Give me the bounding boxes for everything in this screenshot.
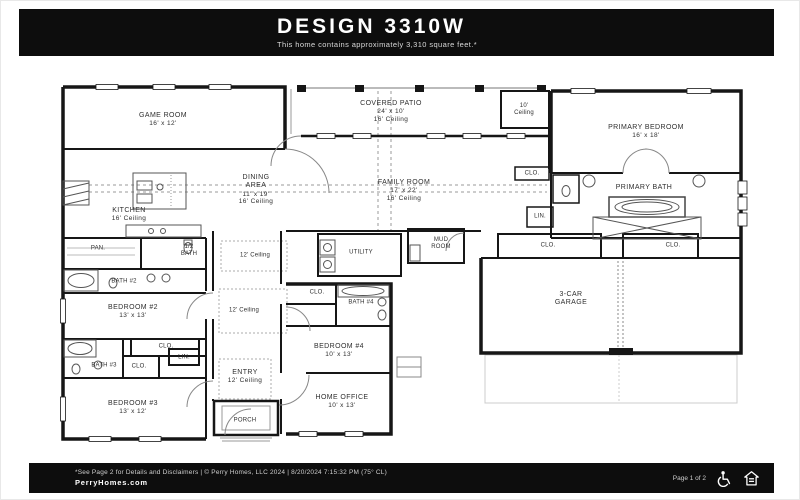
room-label-porch: PORCH: [233, 417, 257, 424]
room-label-bath-4: BATH #4: [348, 299, 374, 306]
footer-website: PerryHomes.com: [75, 478, 148, 487]
room-label-dining-area: DINING AREA 11' x 19' 16' Ceiling: [238, 174, 274, 206]
dashed-guides: [89, 91, 547, 230]
wheelchair-icon: [716, 470, 733, 487]
room-label-primary-bath: PRIMARY BATH: [615, 183, 673, 191]
door-swings: [186, 135, 670, 436]
room-label-hall-ceiling-b: 12' Ceiling: [228, 307, 260, 314]
label-closet-e: CLO.: [158, 343, 174, 350]
room-label-entry: ENTRY 12' Ceiling: [227, 369, 263, 385]
room-label-bedroom-4: BEDROOM #4 10' x 13': [314, 343, 364, 359]
label-closet-c: CLO.: [665, 242, 681, 249]
room-label-primary-bedroom: PRIMARY BEDROOM 16' x 18': [608, 124, 684, 140]
equal-housing-icon: [743, 470, 760, 487]
room-label-covered-patio: COVERED PATIO 24' x 10' 16' Ceiling: [360, 100, 422, 124]
ceiling-boxes: [218, 240, 288, 400]
room-label-hall-ceiling-a: 12' Ceiling: [239, 252, 271, 259]
label-closet-d: CLO.: [309, 289, 325, 296]
room-label-kitchen: KITCHEN 16' Ceiling: [111, 207, 147, 223]
label-closet-a: CLO.: [524, 170, 540, 177]
room-label-half-bath: 1/2 BATH: [180, 243, 198, 257]
footer-banner: *See Page 2 for Details and Disclaimers …: [29, 463, 774, 493]
page-subtitle: This home contains approximately 3,310 s…: [277, 40, 478, 50]
garage-guides: [484, 261, 738, 404]
room-label-garage: 3-CAR GARAGE: [554, 290, 588, 306]
room-label-bedroom-3: BEDROOM #3 13' x 12': [108, 400, 158, 416]
room-label-home-office: HOME OFFICE 10' x 13': [315, 394, 369, 410]
room-label-mud-room: MUD ROOM: [431, 236, 451, 250]
room-label-nook-ceiling: 10' Ceiling: [514, 102, 534, 116]
windows: [60, 84, 748, 442]
label-closet-f: CLO.: [131, 363, 147, 370]
page-number: Page 1 of 2: [672, 474, 706, 482]
room-label-bath-2: BATH #2: [111, 278, 137, 285]
room-label-pantry: PAN.: [90, 245, 106, 252]
patio-structure: [290, 85, 546, 134]
room-label-game-room: GAME ROOM 16' x 12': [139, 112, 187, 128]
room-label-family-room: FAMILY ROOM 17' x 22' 16' Ceiling: [377, 179, 431, 203]
label-linen-b: LIN.: [178, 354, 190, 361]
label-linen-a: LIN.: [534, 213, 546, 220]
porch-detail: [220, 356, 422, 442]
fixtures: [62, 172, 706, 375]
room-label-bedroom-2: BEDROOM #2 13' x 13': [108, 304, 158, 320]
interior-walls: [63, 90, 741, 439]
garage-door-post: [609, 348, 633, 355]
page-title: DESIGN 3310W: [277, 15, 466, 38]
room-label-utility: UTILITY: [349, 249, 373, 256]
footer-disclaimer: *See Page 2 for Details and Disclaimers …: [75, 469, 387, 476]
room-label-bath-3: BATH #3: [91, 362, 117, 369]
label-closet-b: CLO.: [540, 242, 556, 249]
title-banner: DESIGN 3310W This home contains approxim…: [19, 9, 774, 56]
